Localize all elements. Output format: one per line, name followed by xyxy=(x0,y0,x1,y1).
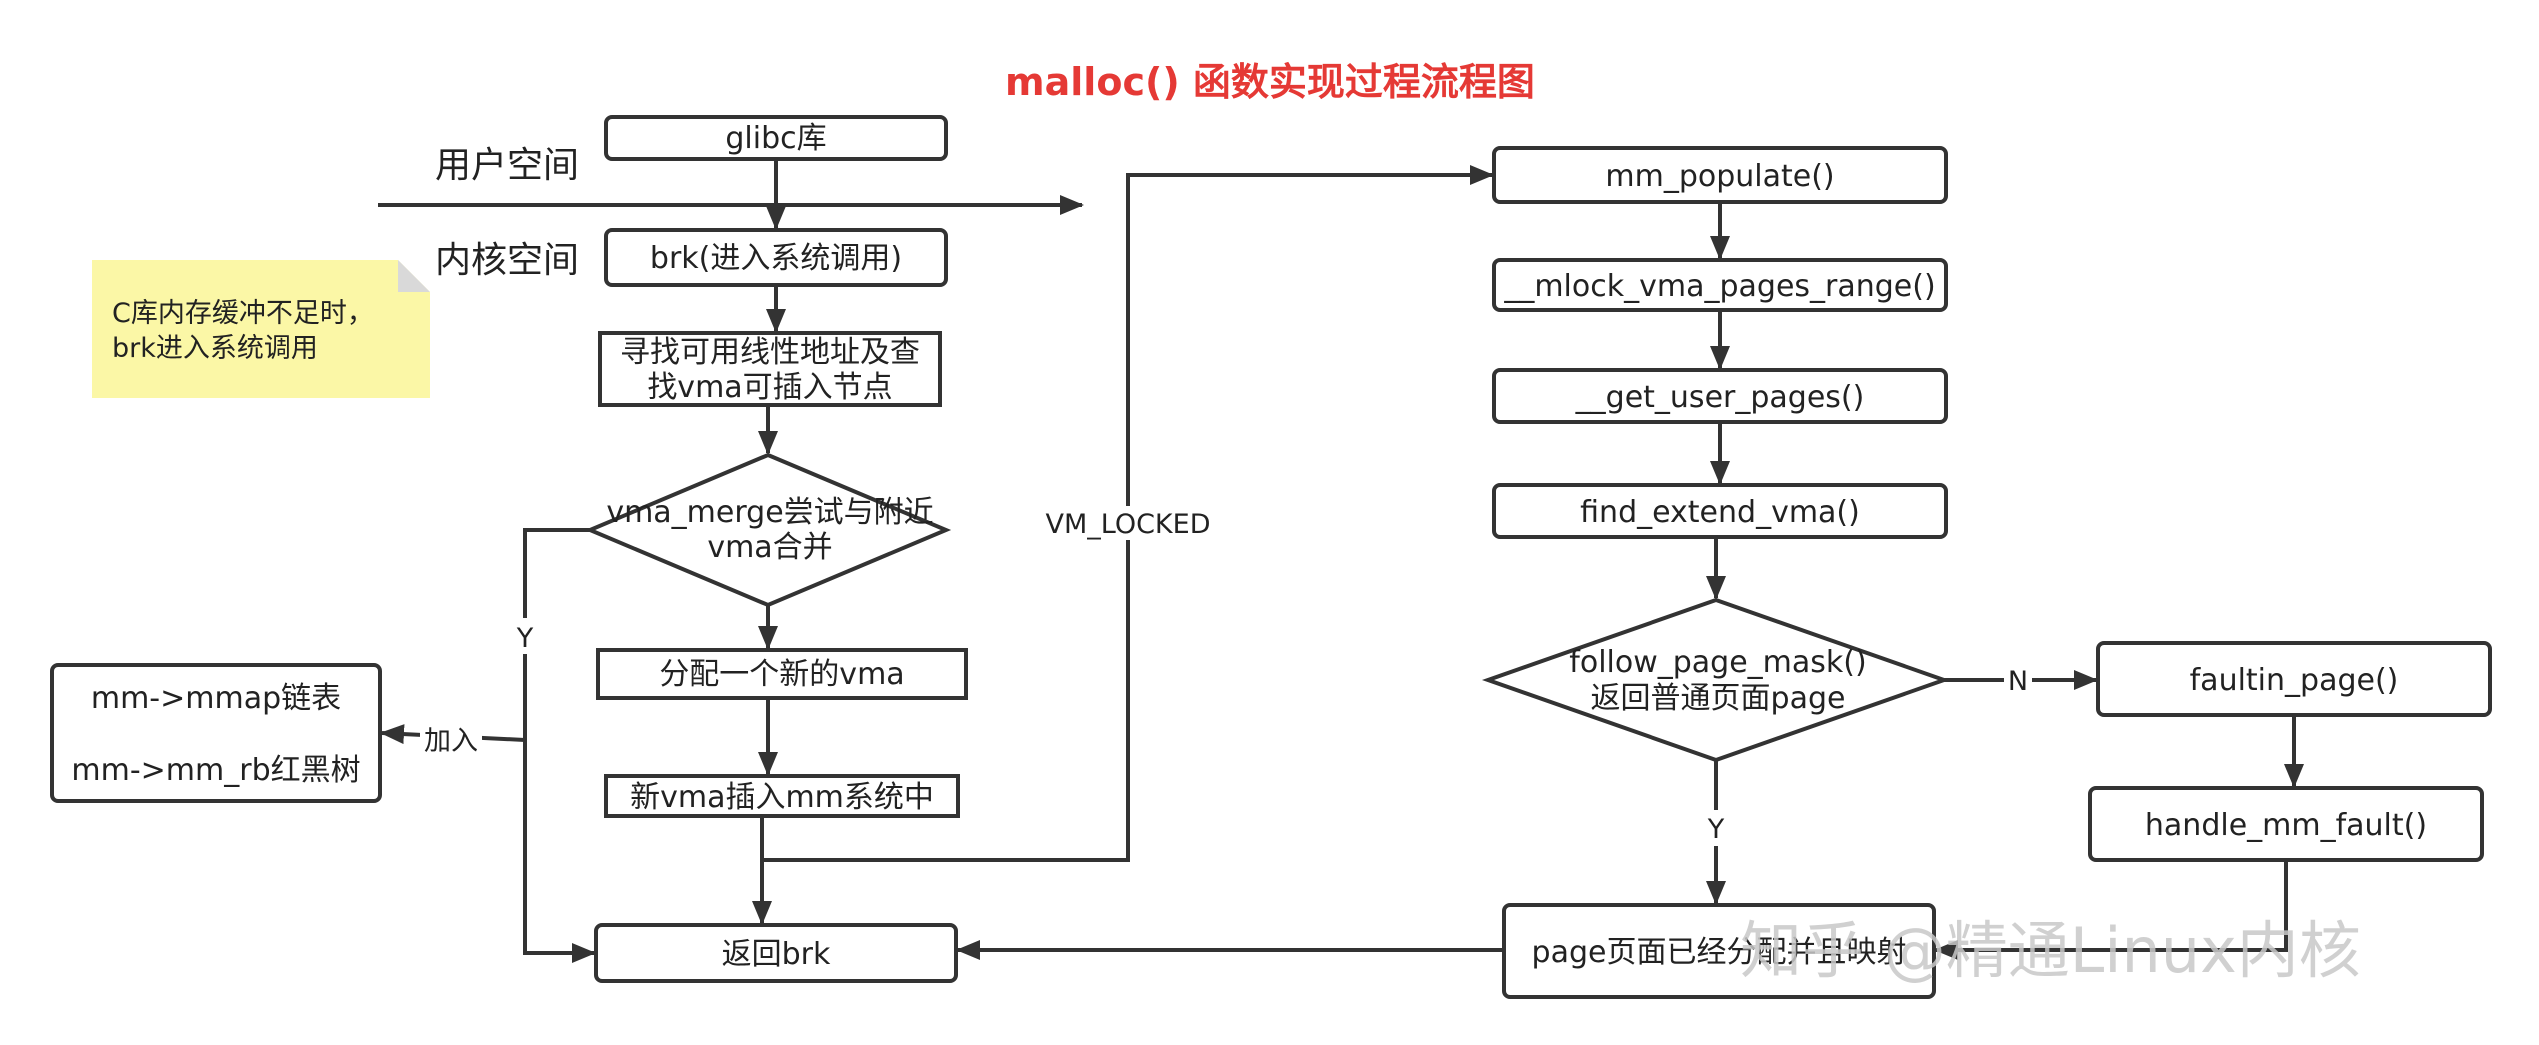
sticky-note-line2: brk进入系统调用 xyxy=(112,333,318,364)
mm-struct-node xyxy=(50,663,382,803)
brk-syscall-node-label: brk(进入系统调用) xyxy=(650,241,902,276)
find-extend-vma-node xyxy=(1492,483,1948,539)
find-address-node-line2: 找vma可插入节点 xyxy=(647,370,892,405)
vma-merge-decision-line1: vma_merge尝试与附近 xyxy=(606,495,933,530)
glibc-node-label: glibc库 xyxy=(725,121,826,156)
find-address-node-line1: 寻找可用线性地址及查 xyxy=(620,335,920,370)
mm-struct-node-line1: mm->mmap链表 xyxy=(91,681,341,716)
mlock-vma-node-label: __mlock_vma_pages_range() xyxy=(1503,269,1935,304)
insert-vma-node-label: 新vma插入mm系统中 xyxy=(630,780,934,815)
page-mapped-node-label: page页面已经分配并且映射 xyxy=(1532,935,1907,970)
vma-merge-decision-line2: vma合并 xyxy=(707,530,832,565)
mm-struct-node-line2: mm->mm_rb红黑树 xyxy=(71,753,360,788)
insert-vma-node xyxy=(604,774,960,818)
get-user-pages-node-label: __get_user_pages() xyxy=(1575,380,1865,415)
sticky-note-line1: C库内存缓冲不足时， xyxy=(112,298,374,329)
mm-populate-node-label: mm_populate() xyxy=(1605,159,1834,194)
handle-mm-fault-node-label: handle_mm_fault() xyxy=(2145,808,2427,843)
alloc-vma-node xyxy=(596,648,968,700)
follow-page-decision-line2: 返回普通页面page xyxy=(1591,681,1846,716)
diagram-title: malloc() 函数实现过程流程图 xyxy=(1005,60,1535,104)
find-extend-vma-node-label: find_extend_vma() xyxy=(1580,495,1860,530)
edge-merge-yes-to-return xyxy=(523,528,596,963)
follow-page-decision-line1: follow_page_mask() xyxy=(1569,645,1866,680)
edge-label-join: 加入 xyxy=(424,726,478,757)
watermark: 知乎 @精通Linux内核 xyxy=(1740,914,2361,987)
sticky-note: C库内存缓冲不足时， brk进入系统调用 xyxy=(92,260,430,398)
kernel-space-label: 内核空间 xyxy=(435,240,579,281)
edge-label-yes-bottom: Y xyxy=(1707,814,1725,845)
alloc-vma-node-label: 分配一个新的vma xyxy=(659,657,904,692)
return-brk-node-label: 返回brk xyxy=(722,937,831,972)
edge-label-vm-locked: VM_LOCKED xyxy=(1045,509,1210,540)
faultin-page-node-label: faultin_page() xyxy=(2190,663,2399,698)
edge-handle-to-page-mapped xyxy=(1934,860,2288,960)
edge-label-no: N xyxy=(2008,666,2028,697)
edge-label-yes-left: Y xyxy=(516,623,534,654)
follow-page-decision xyxy=(1481,597,1951,763)
user-space-label: 用户空间 xyxy=(435,145,579,186)
